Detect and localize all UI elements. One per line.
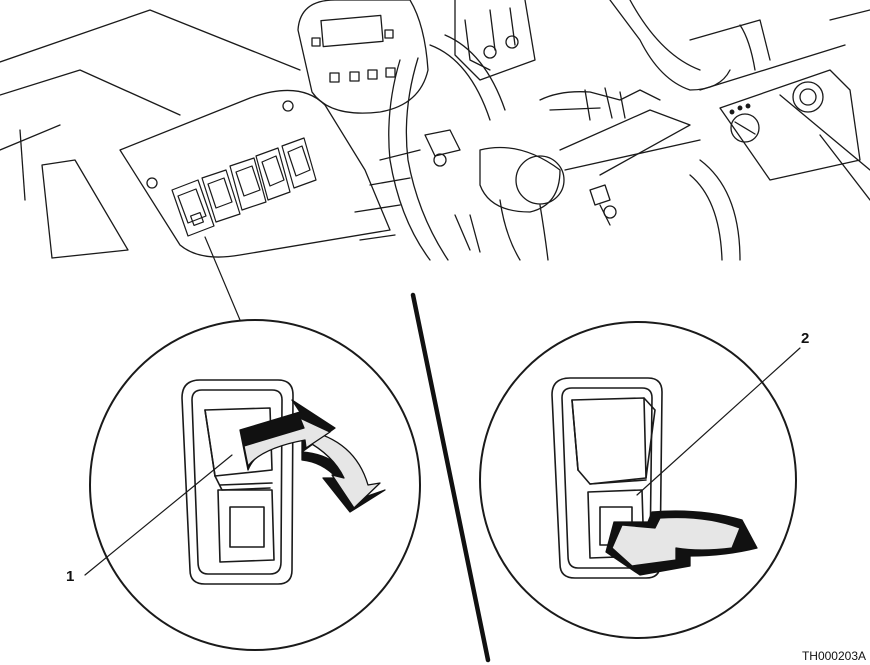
callout-1-label: 1 (66, 568, 74, 585)
column-details (355, 88, 660, 252)
dashboard-illustration (0, 0, 870, 320)
left-magnified-view: 1 (66, 320, 420, 650)
right-magnified-view: 2 (480, 322, 809, 638)
callout-2-label: 2 (801, 330, 809, 347)
zoom-leader-line (205, 237, 240, 320)
instrument-cluster (298, 0, 428, 113)
steering-wheel (389, 0, 740, 260)
rotary-knob-right (793, 82, 823, 112)
press-arrow-lower (606, 511, 757, 575)
dash-switch-row (172, 138, 316, 236)
press-arrow-upper (240, 400, 385, 512)
screw-left (147, 178, 157, 188)
divider-line (413, 295, 488, 660)
figure-code: TH000203A (802, 649, 866, 663)
callout-1-leader (85, 455, 232, 575)
top-switch-block (455, 0, 535, 80)
screw-right (283, 101, 293, 111)
right-knob-panel (690, 10, 870, 200)
